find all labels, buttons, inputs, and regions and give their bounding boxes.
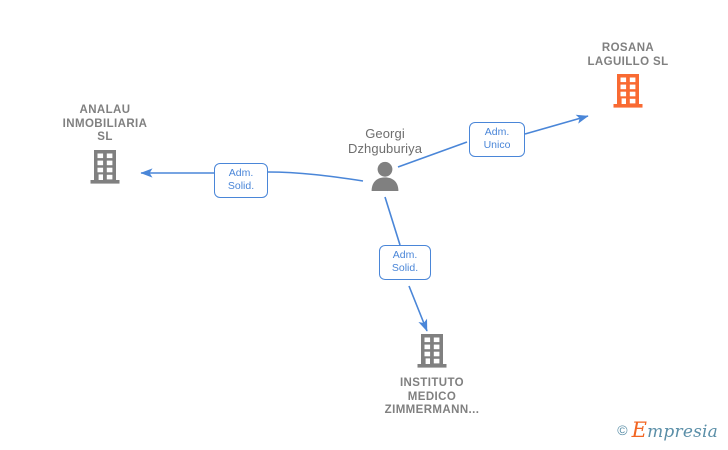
node-georgi-dzhguburiya[interactable]: Georgi Dzhguburiya [315, 126, 455, 197]
node-rosana-laguillo-sl[interactable]: ROSANA LAGUILLO SL [558, 42, 698, 114]
node-instituto-medico-zimmermann[interactable]: INSTITUTO MEDICO ZIMMERMANN... [362, 333, 502, 418]
building-icon [415, 333, 449, 374]
copyright-icon: © [617, 422, 628, 438]
node-label-analau: ANALAU INMOBILIARIA SL [62, 104, 148, 143]
brand-rest: mpresia [647, 422, 718, 442]
edge-label-adm-solid-instituto[interactable]: Adm. Solid. [379, 245, 431, 280]
brand-initial: E [631, 418, 648, 442]
node-label-rosana: ROSANA LAGUILLO SL [587, 42, 669, 68]
edge-label-adm-solid-analau[interactable]: Adm. Solid. [214, 163, 268, 198]
node-analau-inmobiliaria-sl[interactable]: ANALAU INMOBILIARIA SL [35, 104, 175, 190]
node-label-instituto: INSTITUTO MEDICO ZIMMERMANN... [384, 377, 480, 416]
building-icon [88, 149, 122, 190]
edge-label-adm-unico[interactable]: Adm. Unico [469, 122, 525, 157]
person-icon [369, 160, 401, 197]
brand-wordmark: Empresia [632, 418, 718, 442]
building-icon [611, 73, 645, 114]
node-label-person: Georgi Dzhguburiya [347, 126, 423, 156]
empresia-watermark: © Empresia [617, 418, 718, 442]
